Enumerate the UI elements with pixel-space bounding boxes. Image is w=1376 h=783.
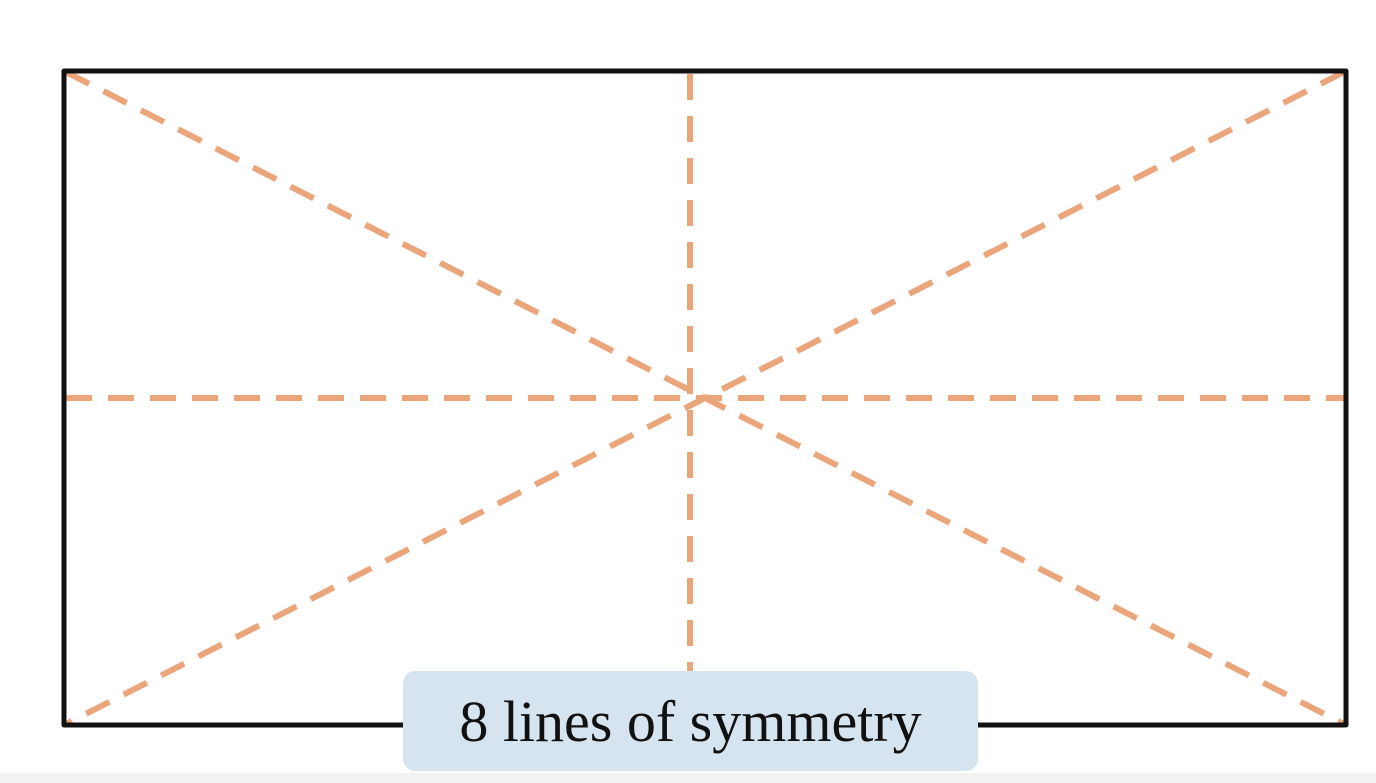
bottom-strip	[0, 773, 1376, 783]
caption-text: 8 lines of symmetry	[459, 688, 922, 754]
caption-box: 8 lines of symmetry	[403, 671, 978, 771]
